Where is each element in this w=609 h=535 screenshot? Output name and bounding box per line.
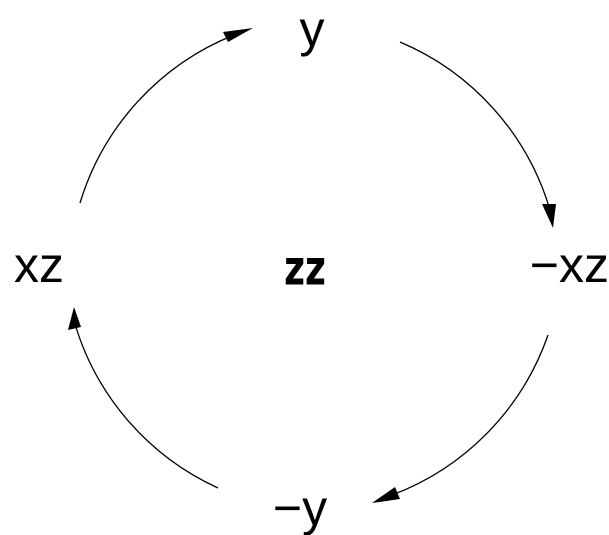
arc-left-to-top bbox=[79, 34, 235, 204]
node-top-label: y bbox=[300, 1, 325, 57]
arc-bottom-to-left bbox=[74, 323, 219, 489]
node-left-label: xz bbox=[14, 237, 64, 293]
node-right-label: −xz bbox=[530, 237, 609, 293]
node-bottom-label: −y bbox=[273, 480, 327, 535]
arc-right-to-bottom bbox=[391, 334, 549, 496]
arrowhead-bottom bbox=[372, 487, 400, 503]
arrowhead-top bbox=[223, 28, 253, 42]
arrowhead-right bbox=[542, 204, 556, 228]
arrowhead-left bbox=[68, 307, 81, 330]
arc-top-to-right bbox=[399, 41, 551, 211]
center-label: zz bbox=[284, 242, 326, 298]
